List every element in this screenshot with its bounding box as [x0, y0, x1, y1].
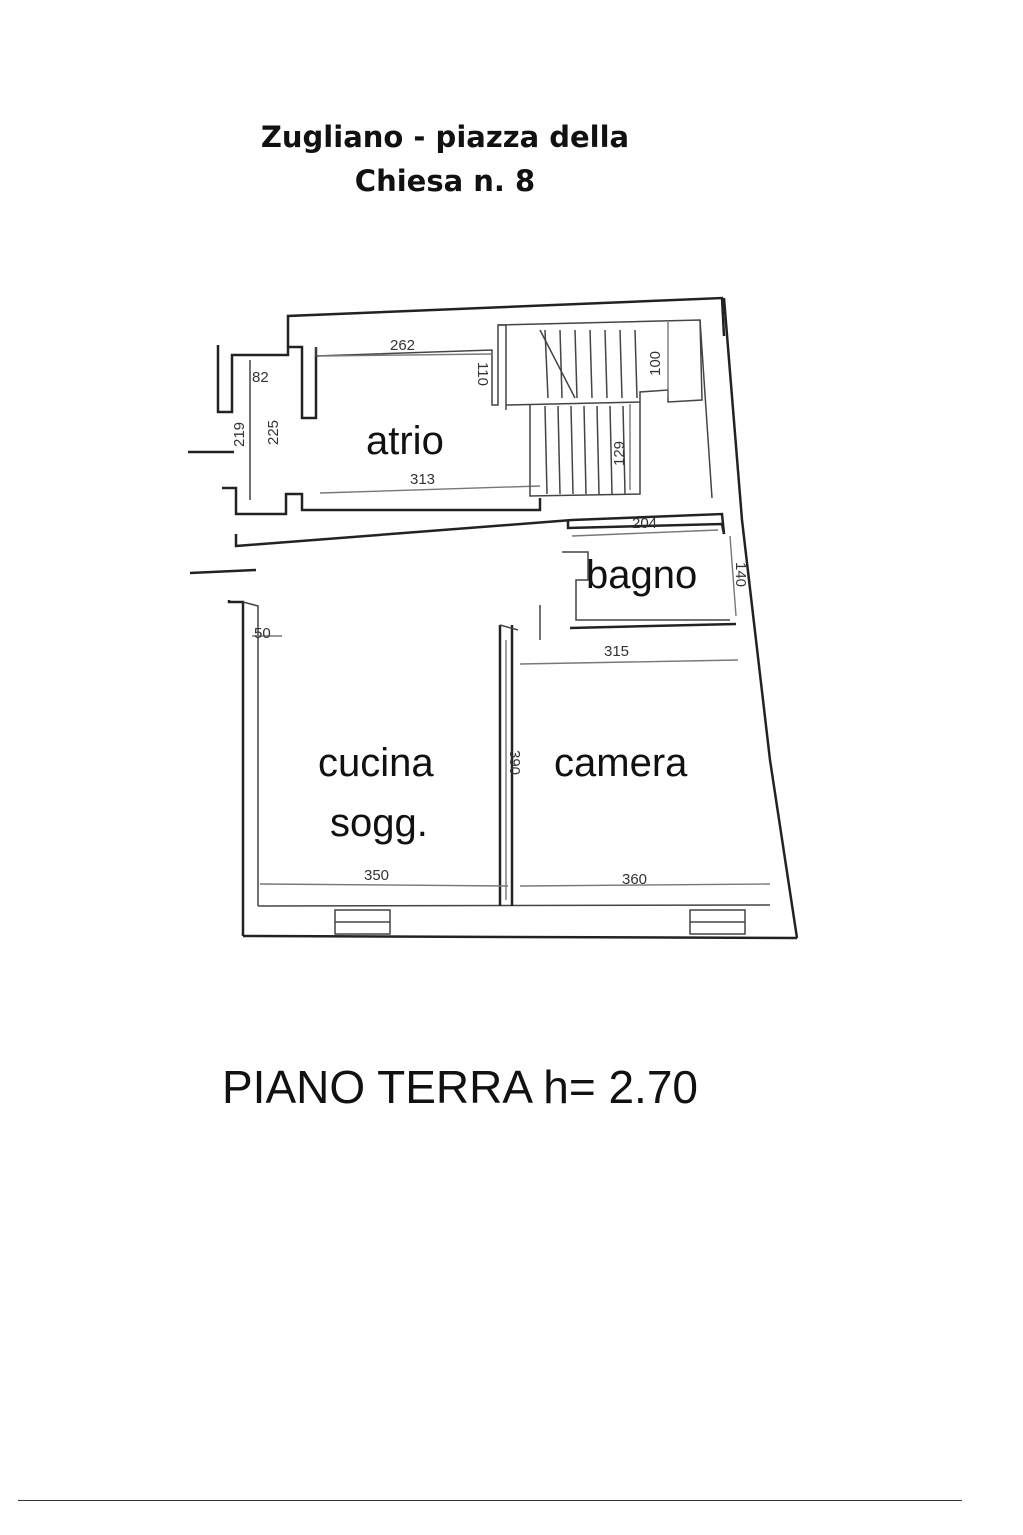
dim-camera-top: 315: [604, 643, 629, 660]
room-label-soggiorno: sogg.: [330, 801, 428, 845]
room-label-atrio: atrio: [366, 419, 444, 463]
dim-entry-height: 225: [265, 420, 282, 445]
dim-stair-top: 100: [647, 351, 664, 376]
dim-atrio-top: 262: [390, 337, 415, 354]
staircase: [497, 319, 703, 497]
dim-entry-side: 219: [231, 422, 248, 447]
outer-walls: [188, 296, 799, 940]
room-label-camera: camera: [554, 741, 688, 785]
partition-wall: [252, 624, 771, 906]
bottom-divider: [18, 1500, 962, 1501]
dim-camera-width: 360: [622, 871, 647, 888]
dim-bagno-width: 204: [632, 515, 657, 532]
windows: [334, 909, 746, 935]
dim-stair-bottom: 129: [611, 441, 628, 466]
room-label-bagno: bagno: [586, 553, 697, 597]
room-label-cucina: cucina: [318, 741, 434, 785]
dim-atrio-step: 110: [474, 362, 491, 386]
plan-title-line2: Chiesa n. 8: [354, 164, 536, 198]
bagno-walls: [539, 520, 737, 640]
dim-entry-width: 82: [252, 369, 269, 386]
dim-bagno-height: 140: [732, 562, 749, 587]
atrio-walls: [315, 324, 541, 494]
plan-title-line1: Zugliano - piazza della: [260, 120, 630, 154]
dim-atrio-bottom: 313: [410, 471, 435, 488]
dim-cucina-niche: 50: [254, 625, 271, 642]
floor-level-label: PIANO TERRA h= 2.70: [222, 1061, 698, 1113]
dim-cucina-width: 350: [364, 867, 389, 884]
dim-cucina-height: 390: [506, 750, 523, 775]
